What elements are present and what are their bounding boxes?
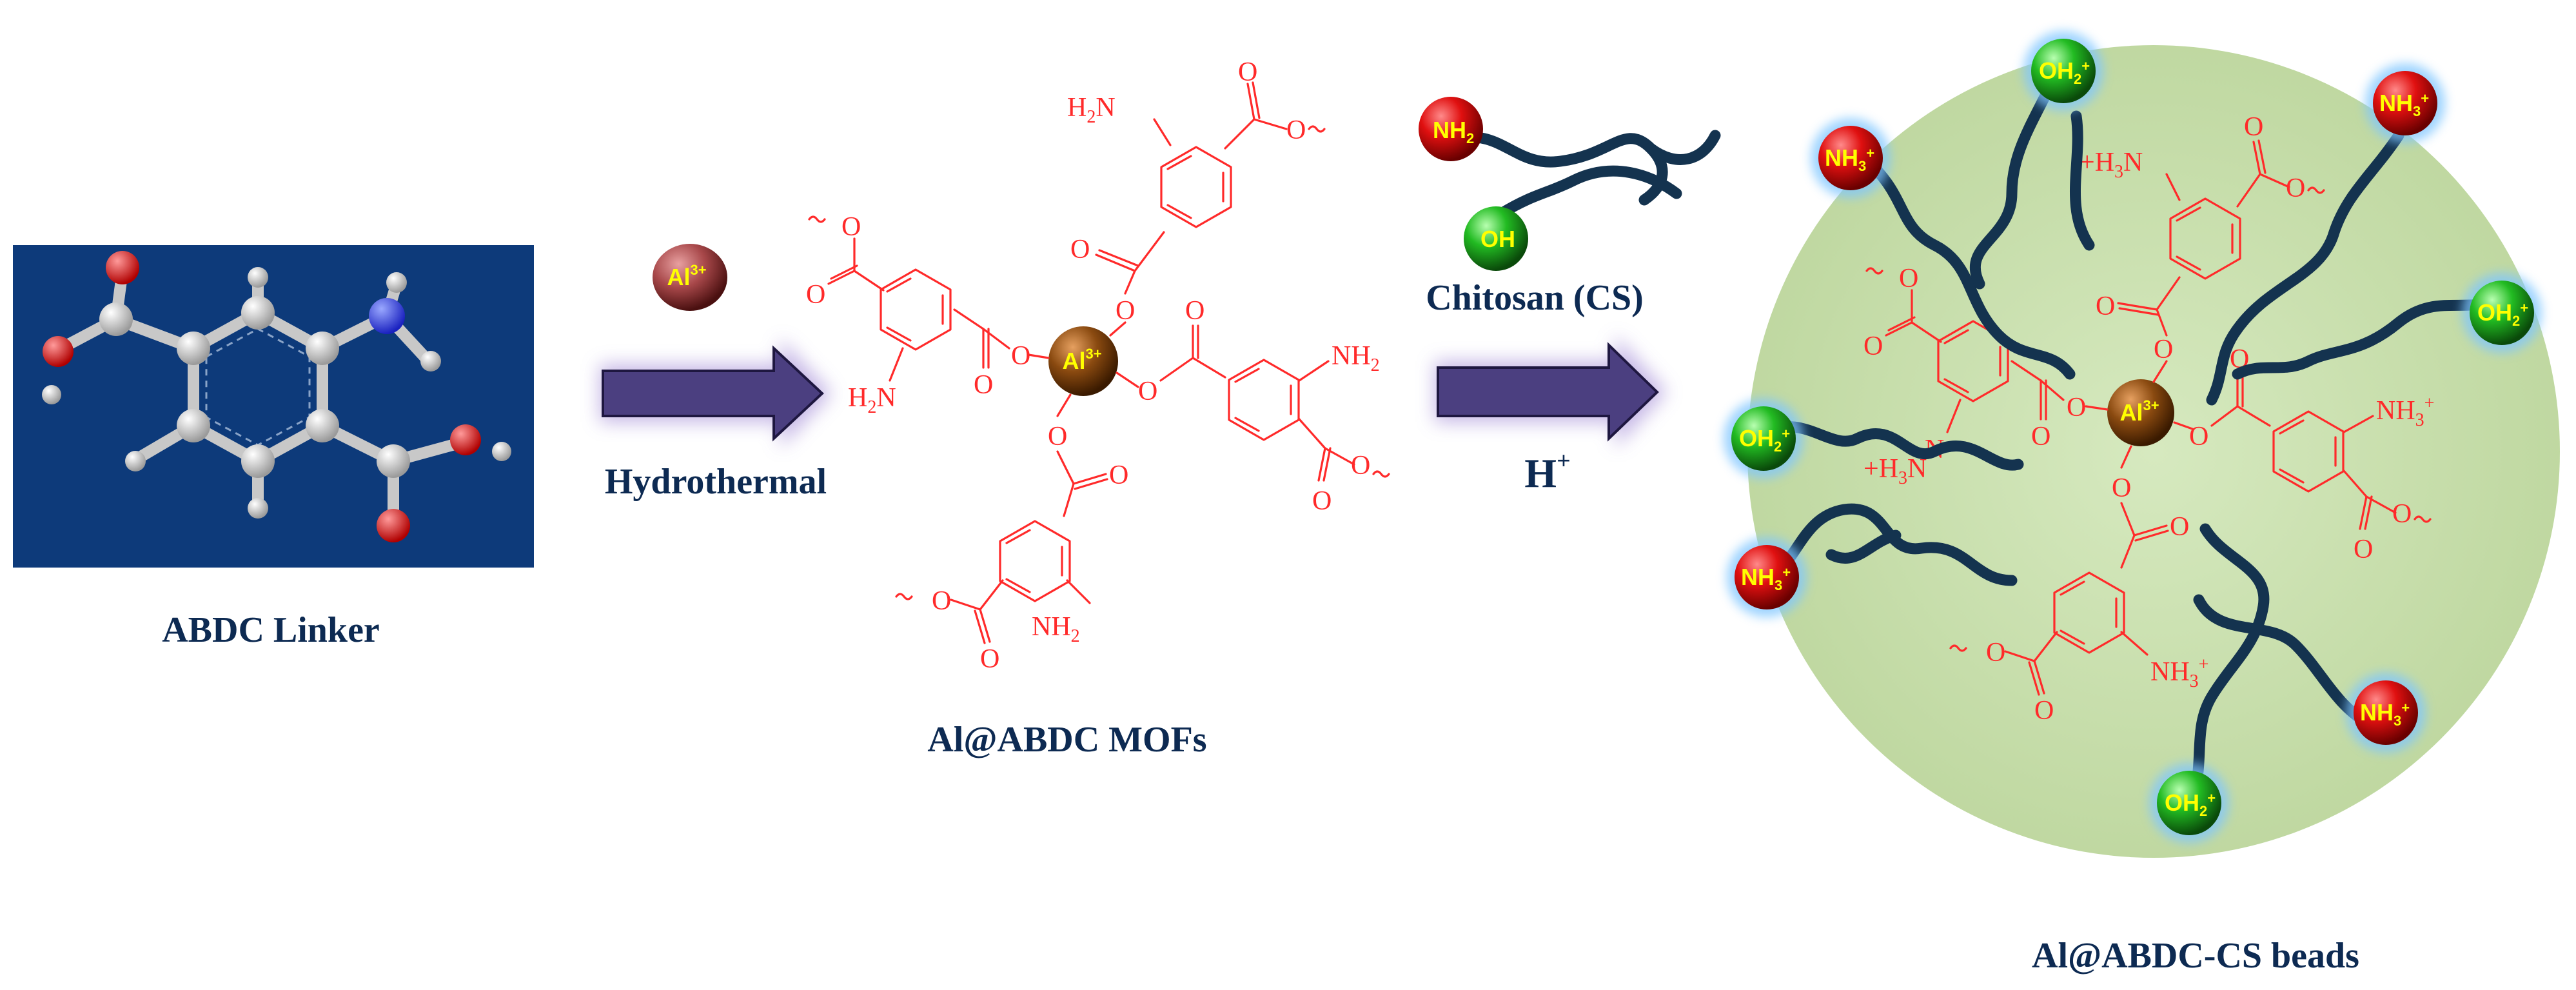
svg-text:NH3+: NH3+ (2376, 393, 2434, 430)
mof-structure: Al3+ O O O O H2N O O NH2 O O (806, 57, 1390, 760)
svg-text:O: O (1312, 486, 1332, 516)
svg-text:O: O (2096, 292, 2115, 321)
svg-text:O: O (1351, 451, 1370, 480)
svg-text:NH2: NH2 (1332, 341, 1380, 375)
mof-al-center (1048, 326, 1118, 396)
svg-text:O: O (1116, 296, 1135, 326)
svg-text:O: O (1138, 377, 1157, 406)
svg-text:O: O (2154, 335, 2173, 364)
bead-mof: Al3+ O O O O +H3N O O (1863, 112, 2434, 726)
svg-text:NH2: NH2 (1032, 612, 1080, 646)
chitosan-step: NH2 OH Chitosan (CS) H+ (1419, 97, 1721, 496)
svg-text:O: O (1011, 341, 1030, 371)
svg-text:H2N: H2N (1067, 93, 1116, 127)
svg-text:NH3+: NH3+ (2360, 699, 2410, 729)
linker-atoms (42, 251, 511, 542)
bead-sphere (1747, 45, 2560, 858)
bead-ions: NH3+ OH2+ NH3+ OH2+ OH2+ NH3+ NH3+ OH2+ (1724, 31, 2542, 843)
svg-text:O: O (2286, 173, 2305, 203)
svg-text:O: O (2031, 422, 2050, 451)
svg-text:NH3+: NH3+ (1825, 144, 1874, 174)
svg-text:O: O (2112, 473, 2131, 503)
svg-text:OH: OH (1480, 226, 1515, 252)
chitosan-label: Chitosan (CS) (1426, 278, 1644, 318)
svg-text:O: O (2354, 535, 2373, 564)
svg-text:NH3+: NH3+ (2150, 655, 2208, 691)
svg-text:O: O (1899, 264, 1918, 293)
svg-text:O: O (2034, 696, 2054, 726)
svg-text:O: O (841, 212, 861, 242)
beads-label: Al@ABDC-CS beads (2032, 936, 2359, 976)
mof-label: Al@ABDC MOFs (927, 720, 1206, 760)
svg-text:O: O (1986, 638, 2005, 668)
abdc-linker-panel: ABDC Linker (13, 245, 534, 650)
svg-text:OH2+: OH2+ (2039, 57, 2090, 87)
bead: Al3+ O O O O +H3N O O (1724, 31, 2560, 976)
svg-text:OH2+: OH2+ (1739, 425, 1790, 455)
hydrothermal-label: Hydrothermal (605, 462, 827, 502)
svg-text:O: O (1048, 422, 1067, 451)
svg-text:NH3+: NH3+ (1741, 564, 1791, 593)
svg-text:O: O (1863, 332, 1883, 361)
svg-text:OH2+: OH2+ (2477, 299, 2528, 329)
svg-text:NH2: NH2 (1433, 117, 1474, 146)
svg-text:NH3+: NH3+ (2379, 90, 2429, 119)
svg-text:+H3N: +H3N (2079, 148, 2143, 182)
acid-label: H+ (1524, 448, 1570, 496)
svg-text:O: O (1109, 460, 1128, 490)
svg-text:O: O (1238, 57, 1257, 87)
svg-text:O: O (932, 586, 951, 616)
svg-text:H2N: H2N (848, 383, 896, 417)
svg-text:O: O (2170, 512, 2189, 542)
svg-text:+H3N: +H3N (1863, 454, 1927, 488)
acid-arrow (1437, 342, 1659, 442)
linker-background (13, 245, 534, 568)
al-ion-ball (653, 244, 727, 311)
svg-text:Al3+: Al3+ (2119, 397, 2159, 426)
svg-text:O: O (806, 280, 825, 310)
svg-text:O: O (2189, 422, 2208, 451)
svg-text:O: O (1185, 296, 1204, 326)
svg-text:O: O (974, 370, 993, 400)
svg-text:Al3+: Al3+ (1062, 346, 1101, 374)
svg-text:O: O (2244, 112, 2263, 142)
svg-text:O: O (980, 644, 999, 674)
hydrothermal-arrow (602, 345, 824, 442)
svg-text:O: O (2392, 499, 2412, 529)
svg-text:O: O (1286, 115, 1306, 145)
svg-text:O: O (2067, 393, 2086, 422)
hydrothermal-step: Al3+ Hydrothermal (600, 244, 832, 502)
svg-text:Al3+: Al3+ (667, 262, 706, 290)
linker-label: ABDC Linker (162, 610, 380, 650)
bead-chains (1758, 65, 2495, 806)
svg-text:O: O (1070, 235, 1090, 264)
svg-text:OH2+: OH2+ (2165, 789, 2216, 819)
